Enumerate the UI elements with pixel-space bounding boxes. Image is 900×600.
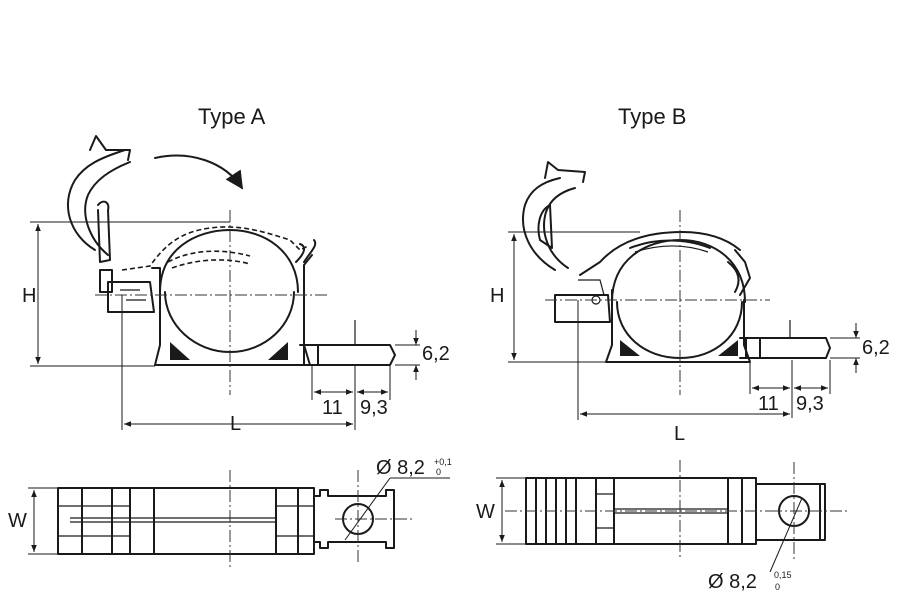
dim-l-type-a: L (121, 295, 353, 435)
hole-tolerance-upper-b: 0,15 (774, 570, 792, 580)
label-11-b: 11 (758, 393, 779, 415)
dim-h-type-b: H (490, 231, 640, 363)
dim-height-type-a: 6,2 (395, 330, 450, 380)
type-a-plan-view: W Ø 8,2 +0,1 0 (8, 457, 452, 570)
mounting-foot (299, 320, 396, 366)
rotation-arrow (154, 154, 243, 190)
hinge-block-b (554, 294, 611, 323)
hole-tolerance-lower-b: 0 (775, 582, 780, 592)
label-h-b: H (490, 285, 504, 307)
dim-11-9-3-type-b: 11 9,3 (749, 360, 831, 418)
open-latch-arm (66, 135, 131, 293)
dim-l-type-b: L (577, 300, 790, 445)
dim-height-type-b: 6,2 (830, 323, 890, 373)
clamp-body-b (605, 239, 751, 363)
hole-tolerance-upper: +0,1 (434, 457, 452, 467)
latch-top-b (579, 231, 741, 276)
label-l: L (230, 413, 241, 435)
dim-h-type-a: H (22, 221, 230, 367)
type-a-title: Type A (198, 104, 266, 129)
type-b-side-view: Type B (490, 104, 890, 445)
label-w-b: W (476, 501, 495, 523)
latch-arm-b (522, 161, 586, 271)
label-h: H (22, 285, 36, 307)
label-11: 11 (322, 397, 343, 419)
label-l-b: L (674, 423, 685, 445)
type-b-plan-view: W Ø 8,2 0,15 0 (476, 460, 850, 593)
clamp-body (151, 229, 317, 366)
closed-latch-dashed (121, 226, 309, 271)
hinge-block (107, 281, 155, 313)
hole-diameter-label-b: Ø 8,2 (708, 571, 757, 593)
type-b-title: Type B (618, 104, 686, 129)
label-9-3: 9,3 (360, 397, 388, 419)
mounting-foot-b (739, 320, 831, 359)
label-6-2-b: 6,2 (862, 337, 890, 359)
hole-diameter-label: Ø 8,2 (376, 457, 425, 479)
dim-11-9-3-type-a: 11 9,3 (311, 366, 391, 430)
type-a-side-view: Type A (22, 104, 450, 435)
label-6-2: 6,2 (422, 343, 450, 365)
label-9-3-b: 9,3 (796, 393, 824, 415)
label-w: W (8, 510, 27, 532)
hole-tolerance-lower: 0 (436, 467, 441, 477)
